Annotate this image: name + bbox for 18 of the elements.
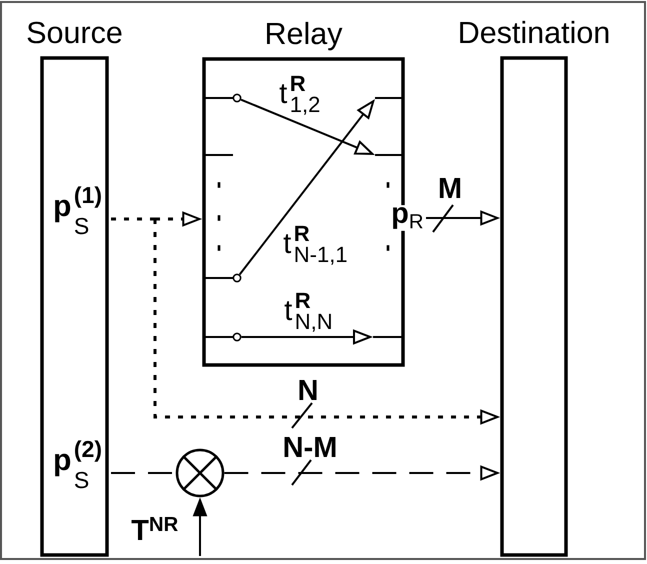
edge-label: t$^{R}$N,N	[284, 292, 331, 332]
port-circle	[232, 332, 242, 342]
edge-label: t$^{R}$1,2	[280, 76, 320, 115]
edge-label: N	[299, 380, 317, 400]
edge-label: N-M	[284, 437, 336, 457]
edge-label: M	[440, 178, 460, 198]
port-circle	[232, 274, 242, 282]
multiplier-circle	[176, 448, 224, 498]
signal-label: p$^{(2)}$S	[55, 440, 101, 488]
block-title: Source	[28, 22, 122, 44]
signal-label: p$^{(1)}$S	[55, 186, 101, 234]
port-circle	[232, 94, 242, 102]
connector-line	[111, 218, 155, 220]
block-title: Relay	[267, 22, 342, 50]
edge-label: T$^{NR}$	[132, 517, 178, 540]
edge-label: t$^{R}$N-1,1	[284, 226, 346, 265]
signal-label: p$_{R}$	[389, 205, 426, 231]
block-title: Destination	[460, 20, 608, 44]
